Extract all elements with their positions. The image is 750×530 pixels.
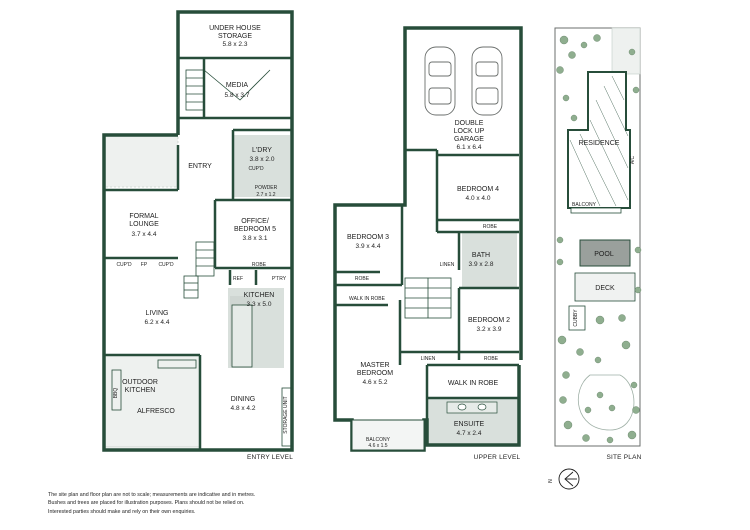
upper-level-caption: UPPER LEVEL: [474, 454, 521, 461]
powder-label: POWDER: [255, 185, 278, 191]
residence-label: RESIDENCE: [579, 140, 620, 147]
cubby-label: CUBBY: [573, 309, 579, 327]
storage-unit-label: STORAGE UNIT: [283, 396, 289, 433]
cupboard-left-label: CUP'D: [116, 262, 132, 268]
robe-bed2-label: ROBE: [484, 356, 499, 362]
alfresco-label: ALFRESCO: [137, 408, 175, 415]
bedroom3-label: BEDROOM 3: [347, 234, 389, 241]
bedroom3-dims: 3.9 x 4.4: [356, 243, 381, 250]
laundry-cupboard-label: CUP'D: [248, 166, 264, 172]
bedroom4-dims: 4.0 x 4.0: [466, 195, 491, 202]
site-balcony-label: BALCONY: [572, 202, 597, 208]
compass-north-label: N: [548, 479, 554, 483]
upper-level-plan: [333, 26, 523, 452]
ensuite-label: ENSUITE: [454, 421, 485, 428]
walk-in-robe-top-label: WALK IN ROBE: [349, 296, 386, 302]
living-label: LIVING: [146, 310, 169, 317]
media-label: MEDIA: [226, 82, 249, 89]
entry-label: ENTRY: [188, 163, 212, 170]
laundry-label: L'DRY: [252, 147, 272, 154]
bedroom2-dims: 3.2 x 3.9: [477, 326, 502, 333]
robe-bed3-label: ROBE: [355, 276, 370, 282]
entry-level-caption: ENTRY LEVEL: [247, 454, 293, 461]
office-label: OFFICE/BEDROOM 5: [234, 218, 276, 233]
bath-dims: 3.9 x 2.8: [469, 261, 494, 268]
fireplace-label: FP: [141, 262, 148, 268]
bedroom2-label: BEDROOM 2: [468, 317, 510, 324]
ac-label: A/C: [630, 155, 636, 164]
garage-cars: [424, 46, 503, 116]
disclaimer-line: Bushes and trees are placed for illustra…: [48, 500, 245, 507]
deck-label: DECK: [595, 285, 615, 292]
disclaimer-line: The site plan and floor plan are not to …: [48, 492, 256, 498]
office-dims: 3.8 x 3.1: [243, 235, 268, 242]
dining-label: DINING: [231, 396, 256, 403]
bbq-label: BBQ: [113, 388, 119, 399]
linen-bottom-label: LINEN: [421, 356, 436, 362]
site-plan-caption: SITE PLAN: [606, 454, 641, 461]
ensuite-dims: 4.7 x 2.4: [457, 430, 482, 437]
dining-dims: 4.8 x 4.2: [231, 405, 256, 412]
robe-bed4-label: ROBE: [483, 224, 498, 230]
laundry-dims: 3.8 x 2.0: [250, 156, 275, 163]
ref-label: REF: [233, 276, 243, 282]
master-dims: 4.6 x 5.2: [363, 379, 388, 386]
walk-in-robe-label: WALK IN ROBE: [448, 380, 499, 387]
bath-label: BATH: [472, 252, 490, 259]
under-house-storage-dims: 5.8 x 2.3: [223, 41, 248, 48]
formal-lounge-dims: 3.7 x 4.4: [132, 231, 157, 238]
pool-label: POOL: [594, 251, 614, 258]
media-dims: 5.8 x 3.7: [225, 92, 250, 99]
cupboard-right-label: CUP'D: [158, 262, 174, 268]
kitchen-label: KITCHEN: [244, 292, 275, 299]
linen-top-label: LINEN: [440, 262, 455, 268]
powder-dims: 2.7 x 1.2: [256, 192, 275, 198]
balcony-dims: 4.6 x 1.5: [368, 443, 387, 449]
disclaimer-line: Interested parties should make and rely …: [48, 508, 196, 515]
balcony-label: BALCONY: [366, 437, 391, 443]
disclaimer: The site plan and floor plan are not to …: [48, 491, 348, 516]
bedroom4-label: BEDROOM 4: [457, 186, 499, 193]
living-dims: 6.2 x 4.4: [145, 319, 170, 326]
robe-entry-label: ROBE: [252, 262, 267, 268]
entry-level-plan: [102, 10, 294, 452]
garage-dims: 6.1 x 6.4: [457, 144, 482, 151]
kitchen-dims: 3.3 x 5.0: [247, 301, 272, 308]
pantry-label: P'TRY: [272, 276, 287, 282]
site-plan: [554, 27, 642, 447]
north-compass-icon: [558, 468, 580, 490]
